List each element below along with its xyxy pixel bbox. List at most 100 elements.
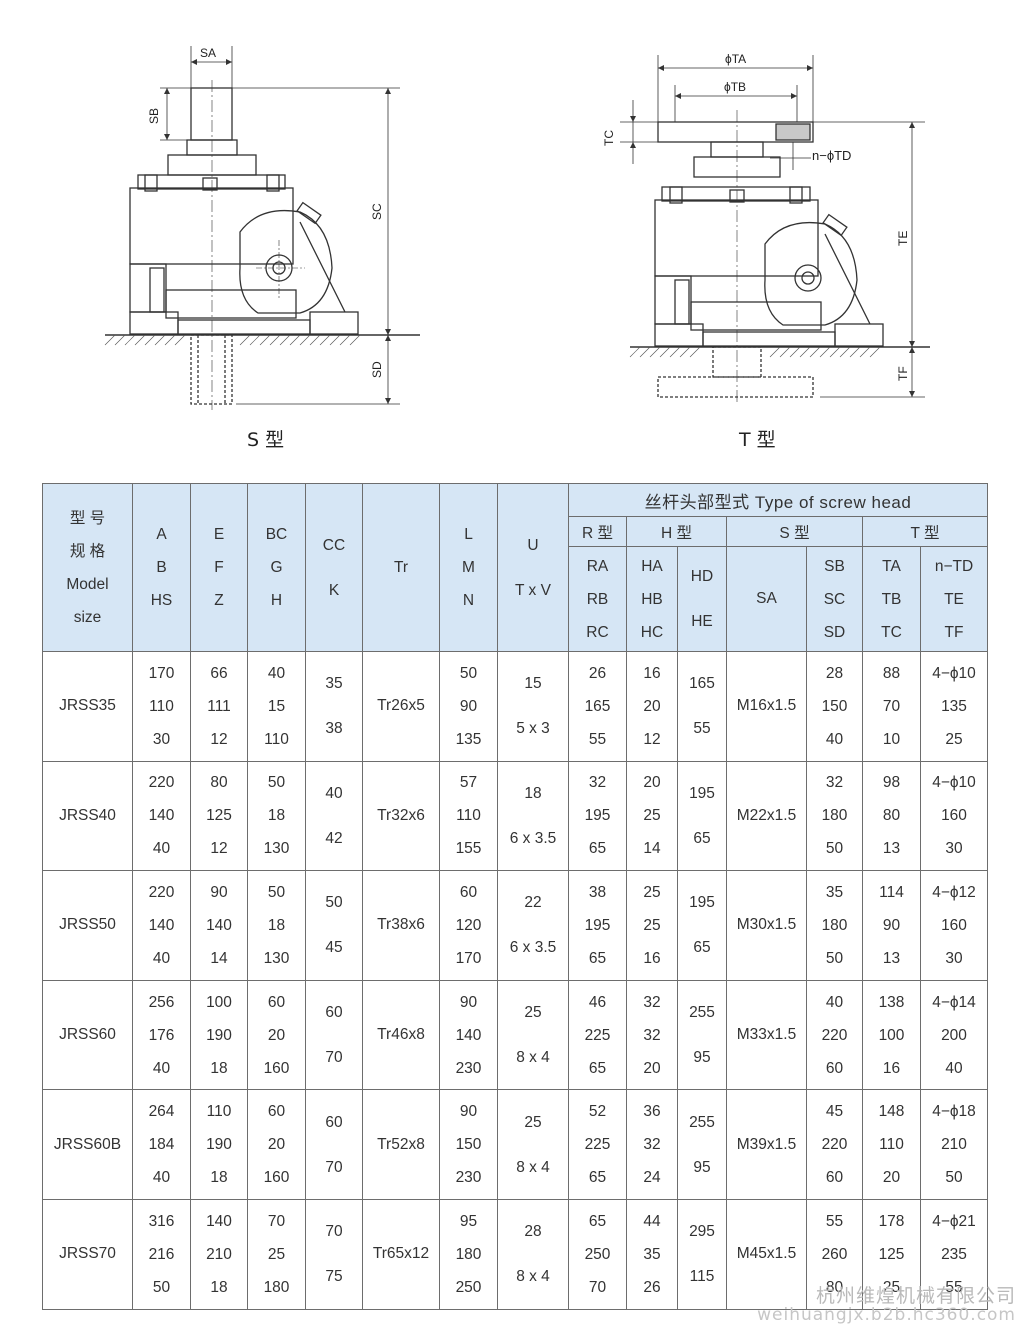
header-t-type: T 型 [862,516,988,547]
cell-sa: M30x1.5 [726,870,807,981]
s-type-caption: S 型 [247,429,285,451]
cell-tr: Tr52x8 [362,1089,440,1200]
watermark-url: weihuangjx.b2b.hc360.com [757,1305,1016,1325]
header-tr: Tr [362,483,440,652]
cell-model: JRSS70 [42,1198,133,1310]
header-sa: SA [726,546,807,652]
cell-tr: Tr65x12 [362,1198,440,1310]
watermark-company: 杭州维煌机械有限公司 [815,1285,1016,1307]
dim-ta: ϕTA [725,52,746,66]
header-r-type: R 型 [568,516,627,547]
cell-tr: Tr46x8 [362,979,440,1091]
cell-model: JRSS60 [42,979,133,1091]
dim-td: n−ϕTD [812,148,851,163]
cell-tr: Tr32x6 [362,760,440,872]
dim-sa: SA [200,46,216,60]
dim-sc: SC [370,203,384,220]
header-s-type: S 型 [726,516,863,547]
cell-model: JRSS40 [42,760,133,872]
cell-sa: M16x1.5 [726,651,807,762]
cell-sa: M33x1.5 [726,979,807,1091]
dim-tc: TC [602,130,616,146]
cell-tr: Tr38x6 [362,870,440,981]
header-h-type: H 型 [626,516,727,547]
dim-sd: SD [370,361,384,378]
cell-sa: M39x1.5 [726,1089,807,1200]
cell-model: JRSS35 [42,651,133,762]
dim-tf: TF [896,366,910,381]
dim-te: TE [896,231,910,246]
s-type-drawing: SA SB SC SD [104,46,420,410]
cell-model: JRSS60B [42,1089,133,1200]
cell-tr: Tr26x5 [362,651,440,762]
